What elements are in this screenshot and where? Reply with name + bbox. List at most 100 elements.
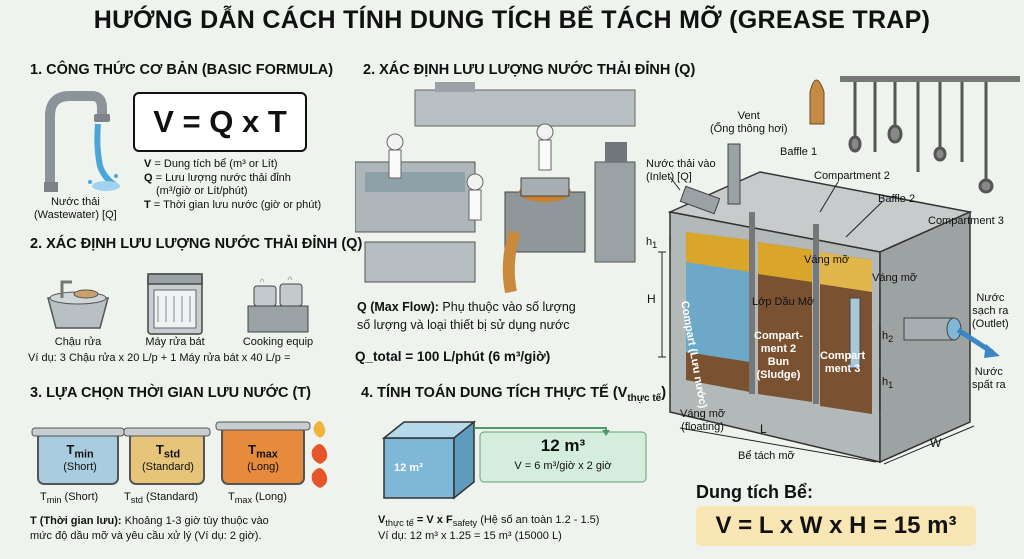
section-2-heading-left: 2. XÁC ĐỊNH LƯU LƯỢNG NƯỚC THẢI ĐỈNH (Q) — [30, 236, 363, 252]
pot-caption-long: Tmax (Long) — [228, 491, 287, 507]
cooking-equip-label: Cooking equip — [242, 336, 314, 348]
retention-note-1: T (Thời gian lưu): Khoảng 1-3 giờ tùy th… — [30, 515, 269, 528]
section-1-heading: 1. CÔNG THỨC CƠ BẢN (BASIC FORMULA) — [30, 62, 334, 78]
def-t: T = Thời gian lưu nước (giờ or phút) — [144, 199, 321, 212]
retention-note-key: T (Thời gian lưu): — [30, 515, 122, 527]
section-4-heading-end: ) — [661, 385, 667, 401]
floating-grease-label-2: (floating) — [681, 421, 724, 433]
def-q-key: Q — [144, 172, 153, 184]
h1-bottom-label: h1 — [882, 376, 893, 392]
pot-long-sub: max — [256, 448, 278, 461]
baffle-2-label: Baffle 2 — [878, 193, 916, 205]
h2-label: h2 — [882, 330, 893, 346]
compartment-2-inner-d: (Sludge) — [756, 369, 801, 381]
grease-layer-label-1: Váng mỡ — [804, 254, 850, 266]
compartment-2-inner-a: Compart- — [754, 330, 803, 342]
vent-label-vi: (Ống thông hơi) — [710, 123, 788, 135]
section-4-heading-main: 4. TÍNH TOÁN DUNG TÍCH THỰC TẾ (V — [361, 385, 628, 401]
qmax-desc-line-2: số lượng và loại thiết bị sử dụng nước — [357, 318, 570, 332]
inlet-label: Nước thải vào (Inlet) [Q] — [646, 158, 716, 184]
compartment-3-inner-b: ment 3 — [824, 363, 861, 375]
pot-caption-short-desc: (Short) — [61, 491, 99, 503]
floating-grease-label: Váng mỡ (floating) — [680, 408, 725, 434]
vreal-key: V — [378, 514, 386, 526]
def-v: V = Dung tích bể (m³ or Lít) — [144, 158, 278, 171]
capacity-label: Dung tích Bể: — [696, 482, 813, 502]
outlet-label-1: Nước — [976, 292, 1005, 304]
grease-trap-diagram — [658, 76, 1020, 465]
baffle-1-label: Baffle 1 — [780, 146, 818, 158]
compartment-3-inner-label: Compart ment 3 — [820, 350, 865, 376]
def-t-text: = Thời gian lưu nước (giờ or phút) — [150, 199, 322, 211]
pot-caption-standard-sub: std — [130, 495, 143, 506]
vreal-example: Ví dụ: 12 m³ x 1.25 = 15 m³ (15000 L) — [378, 530, 562, 542]
h1-bottom-sub: 1 — [888, 380, 894, 391]
pot-short-desc: (Short) — [63, 460, 97, 473]
compartment-3-inner-a: Compart — [820, 350, 866, 362]
vreal-formula: Vthực tế = V x Fsafety (Hệ số an toàn 1.… — [378, 514, 599, 530]
page-title: HƯỚNG DẪN CÁCH TÍNH DUNG TÍCH BỂ TÁCH MỠ… — [93, 6, 931, 34]
pot-caption-standard: Tstd (Standard) — [124, 491, 198, 507]
tank-volume-graphic — [381, 420, 647, 500]
dirty-water-label-1: Nước — [974, 366, 1003, 378]
def-v-text: = Dung tích bể (m³ or Lít) — [151, 158, 278, 170]
tank-name: Bể tách mỡ — [738, 450, 795, 462]
faucet-illustration — [44, 91, 120, 192]
grease-layer-label-2: Váng mỡ — [872, 272, 918, 284]
vreal-eq: = V x F — [413, 514, 453, 526]
compartment-3-label: Compartment 3 — [928, 215, 1004, 227]
faucet-label: Nước thải (Wastewater) [Q] — [34, 196, 117, 222]
L-label: L — [760, 422, 767, 436]
retention-note-2: mức độ dầu mỡ và yêu cầu xử lý (Ví dụ: 2… — [30, 530, 262, 542]
faucet-label-line-1: Nước thải — [50, 196, 100, 208]
pot-caption-long-sub: max — [234, 495, 253, 506]
pot-caption-long-t: T — [228, 491, 235, 503]
compartment-2-label: Compartment 2 — [814, 170, 890, 182]
h1-top-h: h — [646, 236, 653, 248]
pot-standard — [123, 427, 211, 485]
dirty-water-label: Nước sрất ra — [972, 366, 1006, 392]
qmax-desc-key: Q (Max Flow): — [357, 300, 439, 314]
h2-h: h — [882, 330, 889, 342]
pot-long-t: T — [248, 442, 257, 457]
retention-pots — [31, 421, 328, 488]
compartment-2-inner-b: ment 2 — [760, 343, 797, 355]
tank-volume-label: 12 m³ — [394, 462, 423, 474]
pot-standard-label: Tstd (Standard) — [128, 443, 208, 473]
def-t-key: T — [144, 199, 151, 211]
inlet-label-vi: Nước thải vào — [646, 158, 716, 170]
pot-caption-long-desc: (Long) — [252, 491, 287, 503]
faucet-label-line-2: (Wastewater) [Q] — [34, 209, 117, 221]
vreal-sub: thực tế — [385, 518, 414, 529]
dishwasher-label: Máy rửa bát — [145, 336, 205, 348]
pot-caption-short: Tmin (Short) — [40, 491, 98, 507]
h1-top-label: h1 — [646, 236, 657, 252]
computed-volume: 12 m³ — [540, 436, 586, 455]
retention-note-text-1: Khoảng 1-3 giờ tùy thuộc vào — [121, 515, 269, 527]
W-label: W — [930, 436, 942, 450]
h1-top-sub: 1 — [652, 240, 658, 251]
sink-icon — [47, 280, 109, 329]
h2-sub: 2 — [888, 334, 894, 345]
section-2-heading-right: 2. XÁC ĐỊNH LƯU LƯỢNG NƯỚC THẢI ĐỈNH (Q) — [363, 62, 696, 78]
computed-equation: V = 6 m³/giờ x 2 giờ — [514, 460, 612, 472]
cooking-equip-icon — [247, 276, 309, 333]
pot-long — [215, 421, 311, 485]
outlet-label: Nước sạch ra (Outlet) — [972, 292, 1009, 331]
def-q: Q = Lưu lượng nước thải đỉnh — [144, 172, 291, 185]
dishwasher-icon — [147, 273, 203, 335]
kitchen-illustration — [355, 82, 636, 294]
pot-caption-short-sub: min — [46, 495, 62, 506]
capacity-formula: V = L x W x H = 15 m³ — [696, 506, 976, 546]
sink-label: Chậu rửa — [54, 336, 102, 348]
pot-short-label: Tmin (Short) — [40, 442, 120, 473]
vent-label: Vent (Ống thông hơi) — [710, 110, 788, 136]
qmax-desc-line-1: Q (Max Flow): Phụ thuộc vào số lượng — [357, 300, 576, 315]
q-total: Q_total = 100 L/phút (6 m³/giờ) — [355, 349, 551, 364]
vreal-note: (Hệ số an toàn 1.2 - 1.5) — [477, 514, 600, 526]
pot-short-t: T — [66, 442, 75, 457]
H-label: H — [647, 292, 656, 306]
section-3-heading: 3. LỰA CHỌN THỜI GIAN LƯU NƯỚC (T) — [30, 385, 311, 401]
def-q-text-2: (m³/giờ or Lít/phút) — [156, 185, 248, 197]
section-4-heading: 4. TÍNH TOÁN DUNG TÍCH THỰC TẾ (Vthực tế… — [361, 385, 666, 404]
